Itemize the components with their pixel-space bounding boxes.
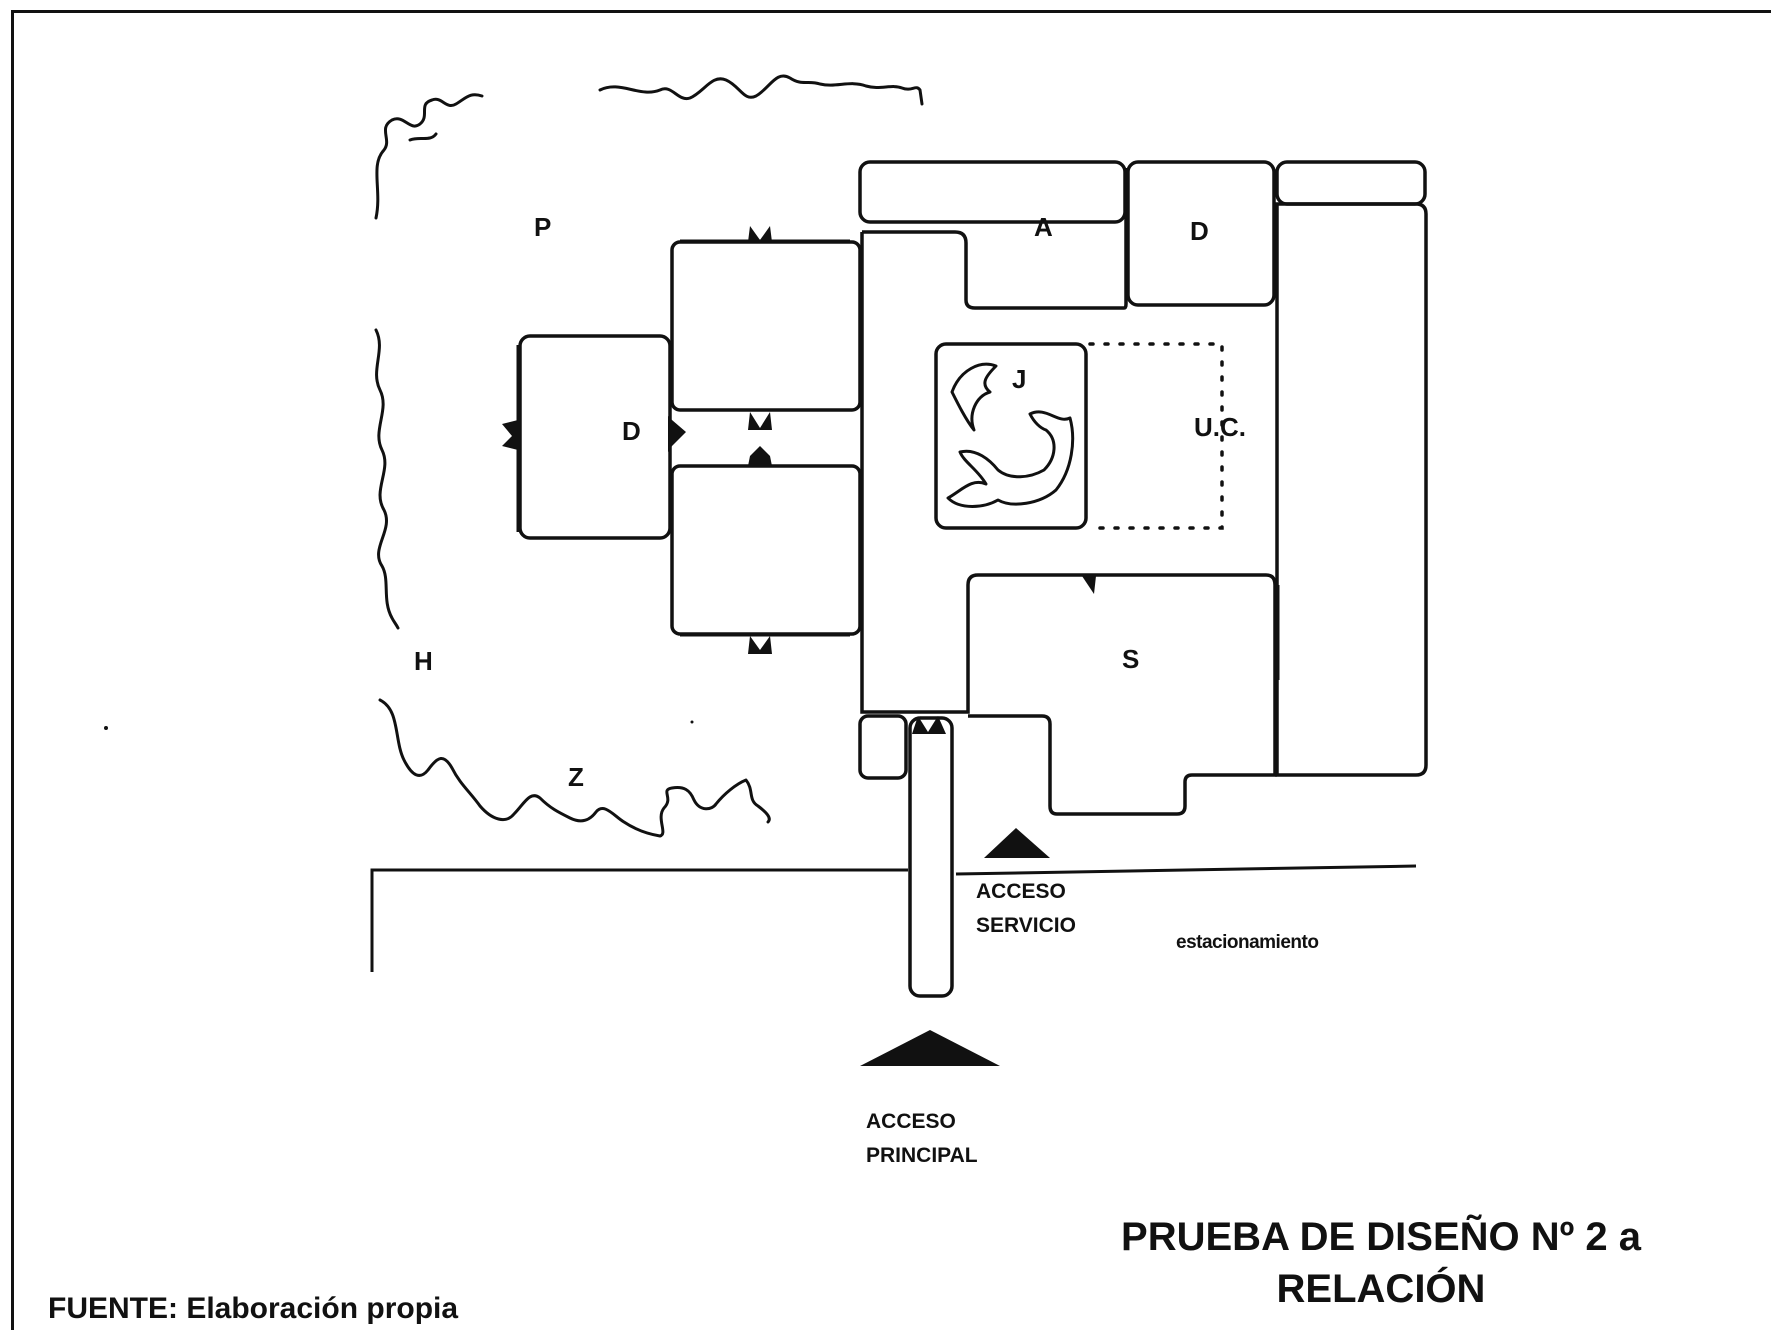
page-frame bbox=[11, 10, 1771, 1330]
label-j: J bbox=[1012, 364, 1026, 394]
main-access-arrow bbox=[860, 1030, 1000, 1066]
source-caption: FUENTE: Elaboración propia bbox=[48, 1292, 458, 1325]
label-z: Z bbox=[568, 762, 584, 792]
room-top-strip bbox=[858, 160, 1127, 224]
main-access-label-line1: ACCESO bbox=[866, 1110, 956, 1133]
parking-label: estacionamiento bbox=[1176, 932, 1318, 953]
parking-edge-line bbox=[955, 864, 1417, 876]
diagram-title-line1: PRUEBA DE DISEÑO Nº 2 a bbox=[1121, 1213, 1642, 1259]
garden-planting bbox=[946, 362, 1075, 508]
label-uc: U.C. bbox=[1194, 412, 1246, 442]
door-symbols bbox=[502, 226, 1096, 734]
vegetation-top-left bbox=[374, 93, 484, 220]
label-p: P bbox=[534, 212, 551, 242]
courtyard-circulation bbox=[860, 232, 1277, 816]
room-a bbox=[862, 168, 1128, 310]
service-access-label-line2: SERVICIO bbox=[976, 914, 1076, 937]
main-walkway bbox=[908, 716, 954, 998]
speck-mark bbox=[104, 726, 108, 730]
service-access-arrow bbox=[984, 828, 1050, 858]
vegetation-bottom bbox=[378, 698, 771, 838]
main-access-label-line2: PRINCIPAL bbox=[866, 1144, 978, 1167]
label-d-left: D bbox=[622, 416, 641, 446]
service-access-label-line1: ACCESO bbox=[976, 880, 1066, 903]
room-d-top bbox=[1126, 160, 1276, 307]
garden-j bbox=[934, 342, 1088, 530]
room-east-wing bbox=[1275, 202, 1428, 777]
vegetation-left bbox=[374, 328, 400, 630]
diagram-title-line2: RELACIÓN bbox=[1277, 1265, 1486, 1311]
label-s: S bbox=[1122, 644, 1139, 674]
room-entry-small bbox=[858, 714, 908, 780]
room-west-upper bbox=[670, 240, 862, 412]
speck-mark bbox=[690, 720, 694, 724]
future-expansion-uc bbox=[1088, 342, 1224, 530]
vegetation-top bbox=[598, 74, 924, 106]
label-d-top: D bbox=[1190, 216, 1209, 246]
room-top-right-strip bbox=[1275, 160, 1427, 206]
room-west-lower bbox=[670, 464, 862, 636]
site-boundary-line bbox=[370, 868, 908, 972]
label-h: H bbox=[414, 646, 433, 676]
label-a: A bbox=[1034, 212, 1053, 242]
room-d-left bbox=[518, 334, 672, 540]
